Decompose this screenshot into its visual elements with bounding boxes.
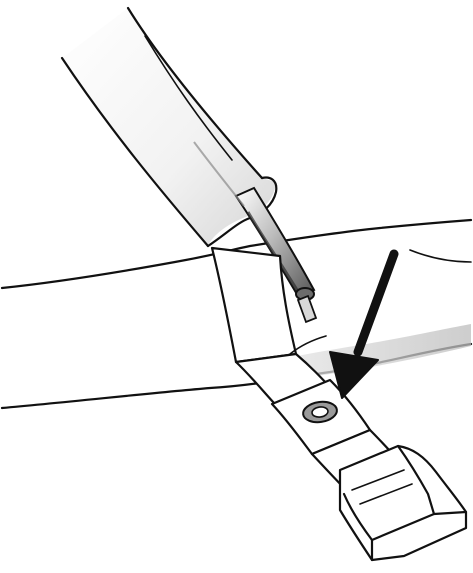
strap-buckle bbox=[340, 446, 466, 560]
sleeve bbox=[62, 8, 276, 246]
arrow-pointer-icon bbox=[330, 254, 394, 398]
